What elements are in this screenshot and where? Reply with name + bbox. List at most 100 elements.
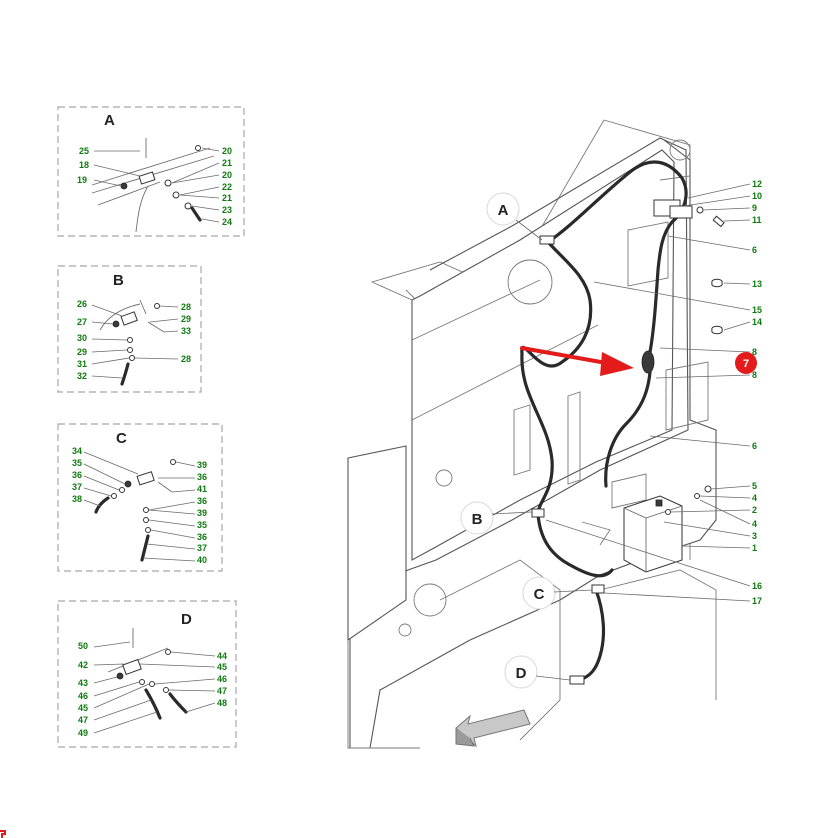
callout-c-letter: C bbox=[534, 586, 545, 603]
inset-b-leader bbox=[91, 338, 128, 341]
inset-b-leader bbox=[91, 375, 123, 379]
inset-a-leader bbox=[93, 179, 122, 187]
inset-b-panel bbox=[99, 303, 141, 331]
inset-c-hose-left bbox=[94, 496, 110, 514]
red-pointer-arrow-icon bbox=[520, 346, 634, 376]
inset-a-leader bbox=[201, 147, 220, 152]
inset-c-letter: C bbox=[116, 430, 127, 447]
callout-c[interactable]: C bbox=[522, 576, 593, 610]
side-panel-face bbox=[411, 149, 675, 561]
part-number: 39 bbox=[197, 460, 207, 470]
pump-nipple bbox=[696, 206, 704, 214]
inset-d-leader bbox=[139, 663, 216, 668]
callout-d-letter: D bbox=[516, 665, 527, 682]
hose-filter-to-tank bbox=[604, 370, 652, 488]
part-number: 3 bbox=[752, 531, 757, 541]
lower-left-edge bbox=[347, 640, 420, 749]
part-number: 20 bbox=[222, 170, 232, 180]
inset-d-leader bbox=[93, 676, 118, 684]
callout-a[interactable]: A bbox=[486, 192, 543, 241]
part-number: 45 bbox=[78, 703, 88, 713]
callout-a-leader bbox=[515, 219, 543, 241]
inset-b-leader bbox=[91, 349, 128, 353]
inset-b-fitting-3 bbox=[129, 355, 135, 361]
part-number: 25 bbox=[79, 146, 89, 156]
part-number: 19 bbox=[77, 175, 87, 185]
part-number: 8 bbox=[752, 370, 757, 380]
highlight-badge[interactable]: 7 bbox=[735, 352, 757, 374]
inset-d-hose-1 bbox=[144, 688, 162, 720]
inset-a-letter: A bbox=[104, 112, 115, 129]
part-number: 36 bbox=[197, 472, 207, 482]
panel-crease bbox=[411, 324, 599, 421]
inset-d-letter: D bbox=[181, 611, 192, 628]
fitting-b bbox=[531, 508, 545, 518]
inset-d-nut bbox=[116, 672, 124, 680]
part-number: 1 bbox=[752, 543, 757, 553]
inset-c-fitting-4 bbox=[143, 517, 149, 523]
lower-mechanism bbox=[439, 559, 561, 741]
callout-b[interactable]: B bbox=[460, 501, 533, 535]
inset-d-leader bbox=[154, 678, 216, 685]
fitting-c bbox=[591, 584, 605, 594]
inset-c-bolt bbox=[157, 481, 173, 493]
part-number: 30 bbox=[77, 333, 87, 343]
washer-4 bbox=[694, 493, 700, 499]
callout-a-letter: A bbox=[498, 202, 509, 219]
inset-a-hose-end bbox=[190, 206, 202, 222]
part-number: 32 bbox=[77, 371, 87, 381]
inset-c-leader bbox=[83, 475, 120, 491]
part-leader bbox=[545, 519, 751, 587]
mid-mount-plate bbox=[665, 361, 709, 431]
part-number: 5 bbox=[752, 481, 757, 491]
inset-b-nut bbox=[112, 320, 120, 328]
inset-d-leader bbox=[93, 683, 150, 709]
inset-c-leader bbox=[146, 543, 196, 550]
part-leader bbox=[667, 235, 751, 251]
part-number: 11 bbox=[752, 215, 762, 225]
part-leader bbox=[699, 495, 751, 499]
callout-d[interactable]: D bbox=[504, 655, 571, 689]
inset-c-hose-down bbox=[140, 534, 150, 562]
inset-b-fitting bbox=[127, 337, 133, 343]
part-number: 33 bbox=[181, 326, 191, 336]
upper-mount-plate bbox=[627, 221, 669, 287]
inset-c-leader bbox=[83, 451, 139, 475]
part-number: 40 bbox=[197, 555, 207, 565]
hose-c-to-d bbox=[578, 588, 606, 682]
inset-a-washer-2 bbox=[172, 191, 180, 199]
inset-b-leader bbox=[134, 357, 179, 360]
part-leader bbox=[593, 281, 751, 311]
part-number: 8 bbox=[752, 347, 757, 357]
inset-b-hose-end bbox=[120, 362, 130, 386]
sprocket-small bbox=[435, 469, 453, 487]
part-leader bbox=[681, 545, 751, 549]
callout-c-circle bbox=[522, 576, 556, 610]
callout-c-leader bbox=[553, 589, 593, 593]
inset-b-bolt bbox=[147, 321, 165, 333]
inset-d-hose-2 bbox=[168, 692, 188, 714]
inset-d-frame bbox=[57, 600, 237, 748]
hose-upper-right bbox=[546, 160, 688, 354]
inset-a-fitting bbox=[184, 202, 192, 210]
part-number: 12 bbox=[752, 179, 762, 189]
part-leader bbox=[683, 195, 751, 207]
part-number: 38 bbox=[72, 494, 82, 504]
part-number: 26 bbox=[77, 299, 87, 309]
lower-right-mechanism bbox=[599, 569, 717, 700]
callout-d-circle bbox=[504, 655, 538, 689]
part-number: 37 bbox=[197, 543, 207, 553]
part-number: 45 bbox=[217, 662, 227, 672]
bolt-5 bbox=[704, 485, 712, 493]
hose-b-to-tank bbox=[536, 512, 614, 578]
inset-b-frame bbox=[57, 265, 202, 393]
inset-b-screw bbox=[139, 299, 147, 315]
inset-c-leader bbox=[171, 489, 196, 493]
inset-d-leader bbox=[93, 663, 125, 666]
inset-c-leader bbox=[83, 487, 112, 497]
inset-c-fitting-3 bbox=[143, 507, 149, 513]
inset-c: C 34 35 36 37 38 39 36 41 36 39 bbox=[57, 423, 223, 572]
inset-a-bracket bbox=[138, 171, 156, 185]
inset-c-leader bbox=[83, 499, 101, 507]
